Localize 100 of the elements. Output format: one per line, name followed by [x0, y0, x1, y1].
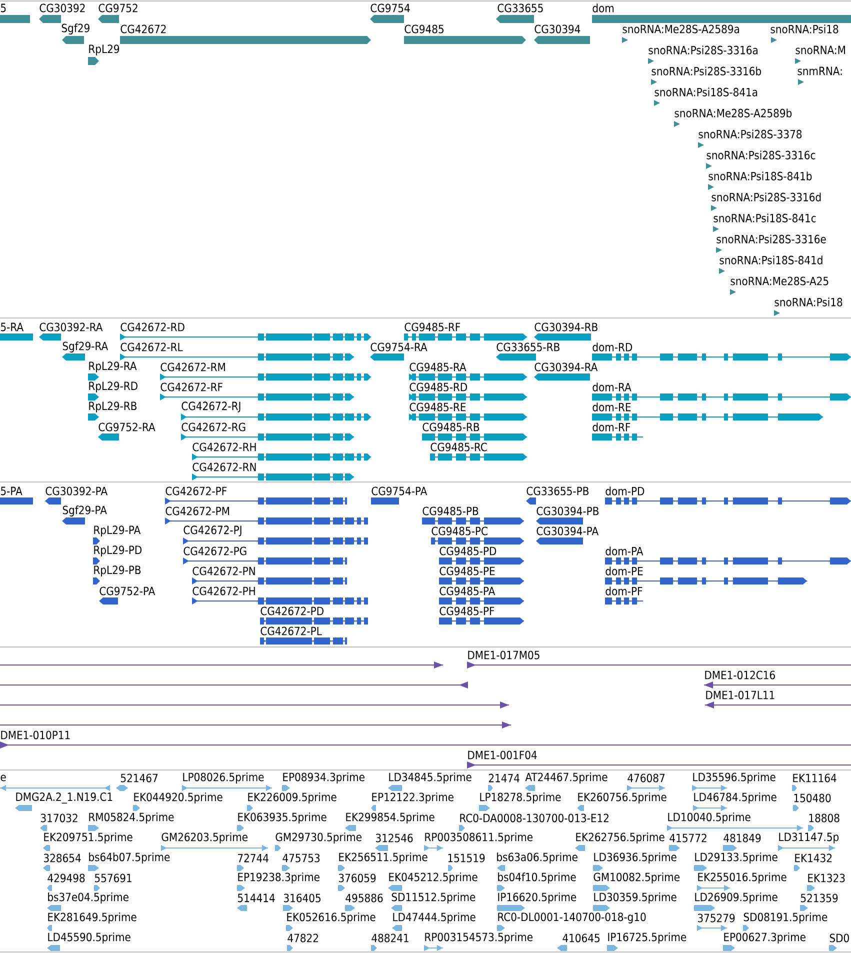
feature-label: Sgf29	[62, 24, 90, 34]
feature-label: CG42672	[120, 24, 166, 34]
feature-label: 328654	[44, 854, 81, 862]
feature-label: LD10040.5prime	[668, 812, 750, 824]
feature-label: GM10082.5prime	[594, 872, 680, 884]
feature-label: RpL29-PA	[94, 526, 141, 536]
feature-label: EK044920.5prime	[134, 792, 222, 804]
feature-label: 151519	[448, 854, 485, 862]
feature-label: CG9752-PA	[100, 586, 156, 596]
feature-label: CG42672-RM	[160, 362, 225, 372]
feature-label: CG9752	[98, 4, 138, 12]
feature-label: EK281649.5prime	[48, 912, 136, 924]
feature-label: CG9485-PC	[432, 526, 488, 536]
feature-label: EK260756.5prime	[578, 792, 666, 804]
feature-label: CG42672-PJ	[184, 526, 242, 536]
feature-label: CG9752-RA	[98, 422, 156, 432]
feature-label: dom-RA	[592, 382, 632, 392]
feature-label: CG30394	[534, 24, 580, 34]
feature-label: dom-RD	[592, 342, 632, 352]
feature-label: 475753	[282, 854, 320, 862]
feature-label: 488241	[372, 934, 408, 942]
feature-label: snoRNA:Psi28S-3316e	[716, 234, 826, 244]
feature-label: 316405	[284, 894, 320, 902]
feature-label: snoRNA:Psi28S-3316b	[652, 66, 762, 76]
feature-label: 5-PA	[0, 486, 22, 496]
feature-label: LD46784.5prime	[694, 792, 776, 804]
feature-label: 72744	[238, 854, 268, 862]
feature-label: EK1432	[795, 854, 832, 862]
feature-label: snmRNA:	[798, 66, 842, 76]
feature-label: CG42672-RN	[192, 462, 256, 472]
feature-label: 312546	[376, 834, 413, 842]
feature-label: RpL29-PD	[94, 546, 142, 556]
feature-label: EK209751.5prime	[44, 832, 132, 844]
feature-label: LD47444.5prime	[393, 912, 476, 924]
feature-label: AT24467.5prime	[525, 772, 608, 784]
feature-label: LD45590.5prime	[48, 932, 130, 944]
feature-label: snoRNA:Psi18S-841a	[654, 88, 758, 96]
feature-label: CG42672-PG	[184, 546, 246, 556]
feature-label: CG30392-PA	[46, 486, 108, 496]
feature-label: EP12122.3prime	[372, 792, 454, 804]
feature-label: CG42672-RG	[182, 422, 246, 432]
feature-label: snoRNA:Psi18	[770, 24, 838, 34]
feature-label: CG9485-PD	[440, 546, 496, 556]
feature-label: LP18278.5prime	[480, 792, 561, 804]
feature-label: LP08026.5prime	[183, 772, 264, 784]
feature-label: CG9485-RC	[430, 442, 487, 452]
feature-label: dom-PF	[606, 586, 642, 596]
feature-label: EK256511.5prime	[339, 852, 428, 864]
feature-label: CG42672-PM	[166, 506, 229, 516]
feature-label: bs64b07.5prime	[89, 852, 170, 864]
feature-label: 47822	[288, 934, 318, 942]
feature-label: CG42672-RD	[120, 322, 184, 332]
feature-label: LD26909.5prime	[695, 892, 778, 904]
feature-label: EK063935.5prime	[238, 812, 326, 824]
feature-label: 521359	[800, 894, 838, 902]
feature-label: CG9754	[370, 4, 410, 12]
feature-label: LD36936.5prime	[594, 852, 676, 864]
feature-label: snoRNA:Me28S-A25	[730, 276, 828, 286]
feature-label: EK262756.5prime	[576, 832, 664, 844]
feature-label: SD11512.5prime	[392, 892, 476, 904]
feature-label: RP003508611.5prime	[425, 832, 532, 844]
feature-label: EP19238.3prime	[238, 872, 320, 884]
feature-label: RC0-DA0008-130700-013-E12	[460, 814, 608, 822]
feature-label: 18808	[809, 814, 840, 822]
feature-label: 375279	[698, 914, 735, 922]
feature-label: EP00627.3prime	[724, 932, 806, 944]
feature-label: CG42672-RF	[160, 382, 222, 392]
feature-label: CG9485-RF	[404, 322, 460, 332]
feature-label: IP16620.5prime	[498, 892, 576, 904]
feature-label: CG9485-RA	[410, 362, 466, 372]
feature-label: snoRNA:Psi28S-3378	[698, 130, 802, 138]
feature-label: LD35596.5prime	[693, 772, 776, 784]
feature-label: bs04f10.5prime	[498, 872, 576, 884]
feature-label: snoRNA:Psi18S-841d	[720, 256, 822, 264]
feature-label: CG33655-RB	[496, 342, 560, 352]
feature-label: RpL29-PB	[94, 566, 141, 576]
feature-label: SD0	[830, 934, 849, 942]
feature-label: CG9485-PF	[440, 606, 494, 616]
feature-label: 514414	[238, 894, 275, 902]
feature-label: snoRNA:Psi18S-841b	[708, 172, 812, 180]
feature-label: CG9754-RA	[370, 342, 428, 352]
feature-label: CG9485	[404, 24, 444, 34]
feature-label: LD30359.5prime	[594, 892, 676, 904]
feature-label: 476087	[628, 774, 664, 782]
feature-label: CG42672-PN	[192, 566, 255, 576]
feature-label: GM29730.5prime	[276, 832, 362, 844]
feature-label: CG9485-PE	[440, 566, 495, 576]
feature-label: CG42672-PF	[166, 486, 226, 496]
feature-label: CG42672-RH	[192, 442, 256, 452]
feature-label: CG42672-PD	[260, 606, 324, 616]
feature-label: 415772	[670, 834, 706, 842]
feature-label: LD34845.5prime	[389, 772, 472, 784]
feature-label: snoRNA:Psi18	[774, 298, 842, 306]
feature-label: CG9485-RB	[422, 422, 480, 432]
feature-label: snoRNA:M	[796, 46, 845, 54]
feature-label: GM26203.5prime	[162, 832, 248, 844]
feature-label: 21474	[488, 774, 520, 782]
feature-label: 481849	[724, 834, 761, 842]
feature-label: CG30394-RB	[534, 322, 598, 332]
feature-label: CG30392	[40, 4, 85, 12]
